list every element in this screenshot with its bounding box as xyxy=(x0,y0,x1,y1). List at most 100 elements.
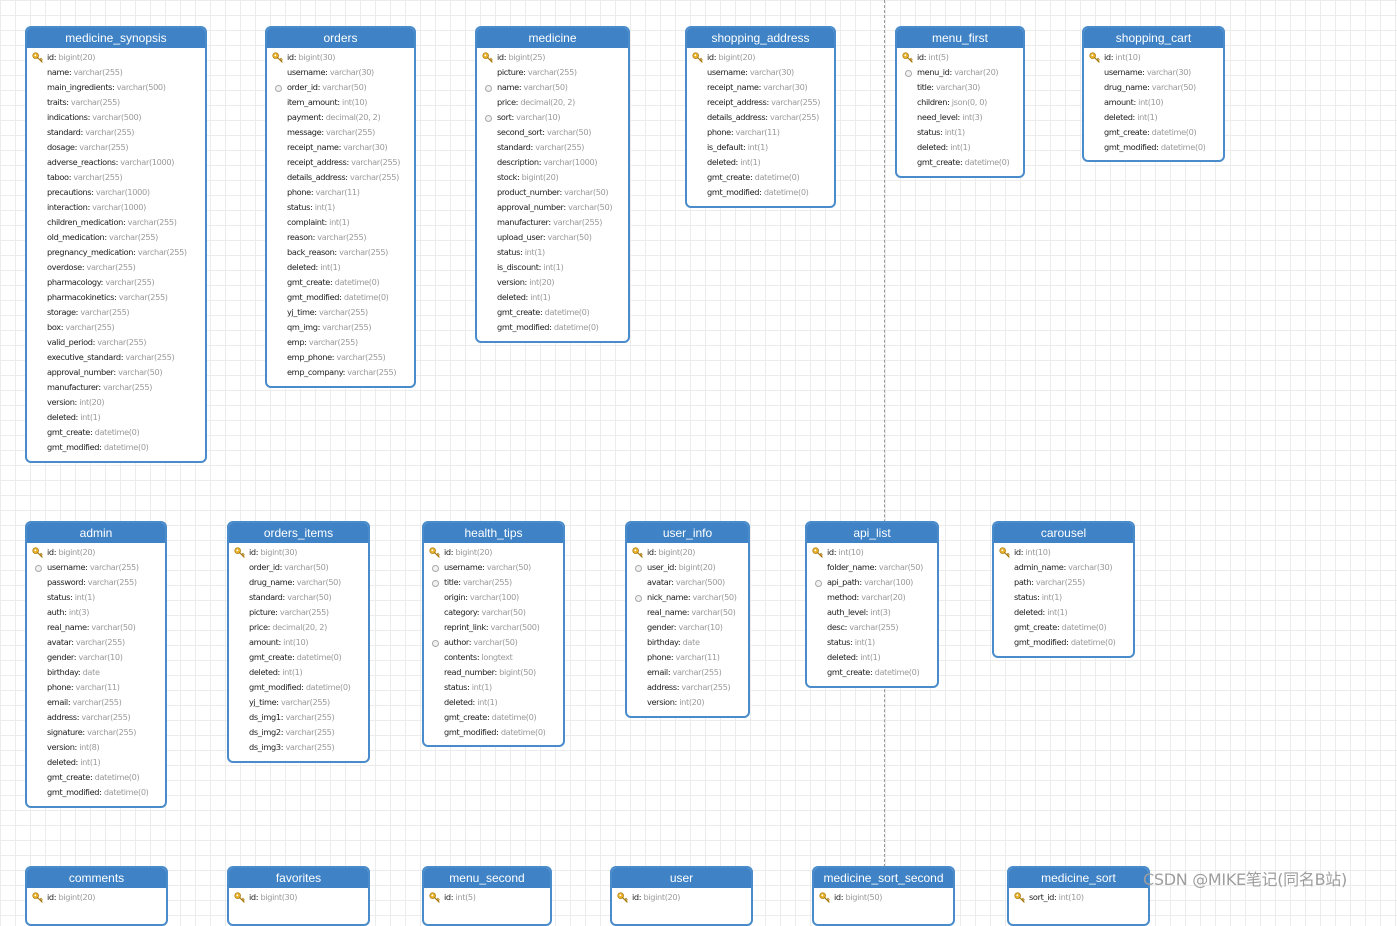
column-row[interactable]: id: bigint(20) xyxy=(27,890,166,905)
column-row[interactable]: id: bigint(30) xyxy=(267,50,414,65)
column-row[interactable]: emp_phone: varchar(255) xyxy=(267,350,414,365)
column-row[interactable]: gmt_create: datetime(0) xyxy=(897,155,1023,170)
column-row[interactable]: gmt_modified: datetime(0) xyxy=(994,635,1133,650)
table-favorites[interactable]: favorites id: bigint(30) xyxy=(227,866,370,926)
column-row[interactable]: amount: int(10) xyxy=(229,635,368,650)
column-row[interactable]: children: json(0, 0) xyxy=(897,95,1023,110)
column-row[interactable]: deleted: int(1) xyxy=(27,755,165,770)
column-row[interactable]: version: int(20) xyxy=(477,275,628,290)
column-row[interactable]: dosage: varchar(255) xyxy=(27,140,205,155)
column-row[interactable]: version: int(20) xyxy=(627,695,748,710)
column-row[interactable]: receipt_name: varchar(30) xyxy=(267,140,414,155)
table-user[interactable]: user id: bigint(20) xyxy=(610,866,753,926)
column-row[interactable]: gmt_modified: datetime(0) xyxy=(229,680,368,695)
column-row[interactable]: desc: varchar(255) xyxy=(807,620,937,635)
column-row[interactable]: menu_id: varchar(20) xyxy=(897,65,1023,80)
column-row[interactable]: gmt_modified: datetime(0) xyxy=(687,185,834,200)
column-row[interactable]: box: varchar(255) xyxy=(27,320,205,335)
column-row[interactable]: deleted: int(1) xyxy=(807,650,937,665)
column-row[interactable]: deleted: int(1) xyxy=(687,155,834,170)
column-row[interactable]: standard: varchar(255) xyxy=(477,140,628,155)
table-menu-first[interactable]: menu_first id: int(5)menu_id: varchar(20… xyxy=(895,26,1025,178)
column-row[interactable]: deleted: int(1) xyxy=(897,140,1023,155)
column-row[interactable]: standard: varchar(255) xyxy=(27,125,205,140)
column-row[interactable]: phone: varchar(11) xyxy=(27,680,165,695)
column-row[interactable]: description: varchar(1000) xyxy=(477,155,628,170)
column-row[interactable]: gmt_modified: datetime(0) xyxy=(1084,140,1223,155)
column-row[interactable]: item_amount: int(10) xyxy=(267,95,414,110)
column-row[interactable]: category: varchar(50) xyxy=(424,605,563,620)
column-row[interactable]: status: int(1) xyxy=(807,635,937,650)
column-row[interactable]: gmt_create: datetime(0) xyxy=(229,650,368,665)
table-medicine-sort[interactable]: medicine_sort sort_id: int(10) xyxy=(1007,866,1150,926)
column-row[interactable]: auth: int(3) xyxy=(27,605,165,620)
column-row[interactable]: avatar: varchar(500) xyxy=(627,575,748,590)
table-admin[interactable]: admin id: bigint(20)username: varchar(25… xyxy=(25,521,167,808)
column-row[interactable]: username: varchar(30) xyxy=(267,65,414,80)
column-row[interactable]: author: varchar(50) xyxy=(424,635,563,650)
column-row[interactable]: gmt_modified: datetime(0) xyxy=(267,290,414,305)
column-row[interactable]: phone: varchar(11) xyxy=(267,185,414,200)
column-row[interactable]: id: bigint(50) xyxy=(814,890,953,905)
column-row[interactable]: gmt_create: datetime(0) xyxy=(27,425,205,440)
column-row[interactable]: sort: varchar(10) xyxy=(477,110,628,125)
table-orders[interactable]: orders id: bigint(30)username: varchar(3… xyxy=(265,26,416,388)
column-row[interactable]: details_address: varchar(255) xyxy=(687,110,834,125)
column-row[interactable]: complaint: int(1) xyxy=(267,215,414,230)
column-row[interactable]: yj_time: varchar(255) xyxy=(229,695,368,710)
column-row[interactable]: emp: varchar(255) xyxy=(267,335,414,350)
table-carousel[interactable]: carousel id: int(10)admin_name: varchar(… xyxy=(992,521,1135,658)
column-row[interactable]: status: int(1) xyxy=(477,245,628,260)
column-row[interactable]: drug_name: varchar(50) xyxy=(229,575,368,590)
column-row[interactable]: gmt_create: datetime(0) xyxy=(424,710,563,725)
column-row[interactable]: is_default: int(1) xyxy=(687,140,834,155)
column-row[interactable]: gmt_create: datetime(0) xyxy=(27,770,165,785)
column-row[interactable]: name: varchar(50) xyxy=(477,80,628,95)
column-row[interactable]: gender: varchar(10) xyxy=(627,620,748,635)
column-row[interactable]: children_medication: varchar(255) xyxy=(27,215,205,230)
table-orders-items[interactable]: orders_items id: bigint(30)order_id: var… xyxy=(227,521,370,763)
column-row[interactable]: signature: varchar(255) xyxy=(27,725,165,740)
column-row[interactable]: valid_period: varchar(255) xyxy=(27,335,205,350)
column-row[interactable]: birthday: date xyxy=(627,635,748,650)
column-row[interactable]: gmt_create: datetime(0) xyxy=(267,275,414,290)
column-row[interactable]: id: int(10) xyxy=(1084,50,1223,65)
column-row[interactable]: user_id: bigint(20) xyxy=(627,560,748,575)
column-row[interactable]: id: int(5) xyxy=(897,50,1023,65)
column-row[interactable]: title: varchar(30) xyxy=(897,80,1023,95)
column-row[interactable]: pharmacology: varchar(255) xyxy=(27,275,205,290)
column-row[interactable]: id: bigint(25) xyxy=(477,50,628,65)
column-row[interactable]: storage: varchar(255) xyxy=(27,305,205,320)
column-row[interactable]: status: int(1) xyxy=(424,680,563,695)
column-row[interactable]: id: bigint(20) xyxy=(612,890,751,905)
column-row[interactable]: upload_user: varchar(50) xyxy=(477,230,628,245)
column-row[interactable]: nick_name: varchar(50) xyxy=(627,590,748,605)
column-row[interactable]: traits: varchar(255) xyxy=(27,95,205,110)
column-row[interactable]: approval_number: varchar(50) xyxy=(27,365,205,380)
column-row[interactable]: standard: varchar(50) xyxy=(229,590,368,605)
column-row[interactable]: pharmacokinetics: varchar(255) xyxy=(27,290,205,305)
column-row[interactable]: order_id: varchar(50) xyxy=(229,560,368,575)
table-medicine-sort-second[interactable]: medicine_sort_second id: bigint(50) xyxy=(812,866,955,926)
column-row[interactable]: id: bigint(30) xyxy=(229,545,368,560)
column-row[interactable]: avatar: varchar(255) xyxy=(27,635,165,650)
column-row[interactable]: folder_name: varchar(50) xyxy=(807,560,937,575)
column-row[interactable]: deleted: int(1) xyxy=(1084,110,1223,125)
column-row[interactable]: gmt_modified: datetime(0) xyxy=(424,725,563,740)
column-row[interactable]: price: decimal(20, 2) xyxy=(477,95,628,110)
column-row[interactable]: id: bigint(20) xyxy=(27,545,165,560)
column-row[interactable]: drug_name: varchar(50) xyxy=(1084,80,1223,95)
column-row[interactable]: status: int(1) xyxy=(267,200,414,215)
column-row[interactable]: is_discount: int(1) xyxy=(477,260,628,275)
column-row[interactable]: ds_img1: varchar(255) xyxy=(229,710,368,725)
column-row[interactable]: payment: decimal(20, 2) xyxy=(267,110,414,125)
column-row[interactable]: ds_img2: varchar(255) xyxy=(229,725,368,740)
column-row[interactable]: username: varchar(255) xyxy=(27,560,165,575)
column-row[interactable]: read_number: bigint(50) xyxy=(424,665,563,680)
column-row[interactable]: gmt_create: datetime(0) xyxy=(687,170,834,185)
column-row[interactable]: admin_name: varchar(30) xyxy=(994,560,1133,575)
column-row[interactable]: status: int(1) xyxy=(27,590,165,605)
table-medicine-synopsis[interactable]: medicine_synopsis id: bigint(20)name: va… xyxy=(25,26,207,463)
column-row[interactable]: manufacturer: varchar(255) xyxy=(27,380,205,395)
table-shopping-address[interactable]: shopping_address id: bigint(20)username:… xyxy=(685,26,836,208)
